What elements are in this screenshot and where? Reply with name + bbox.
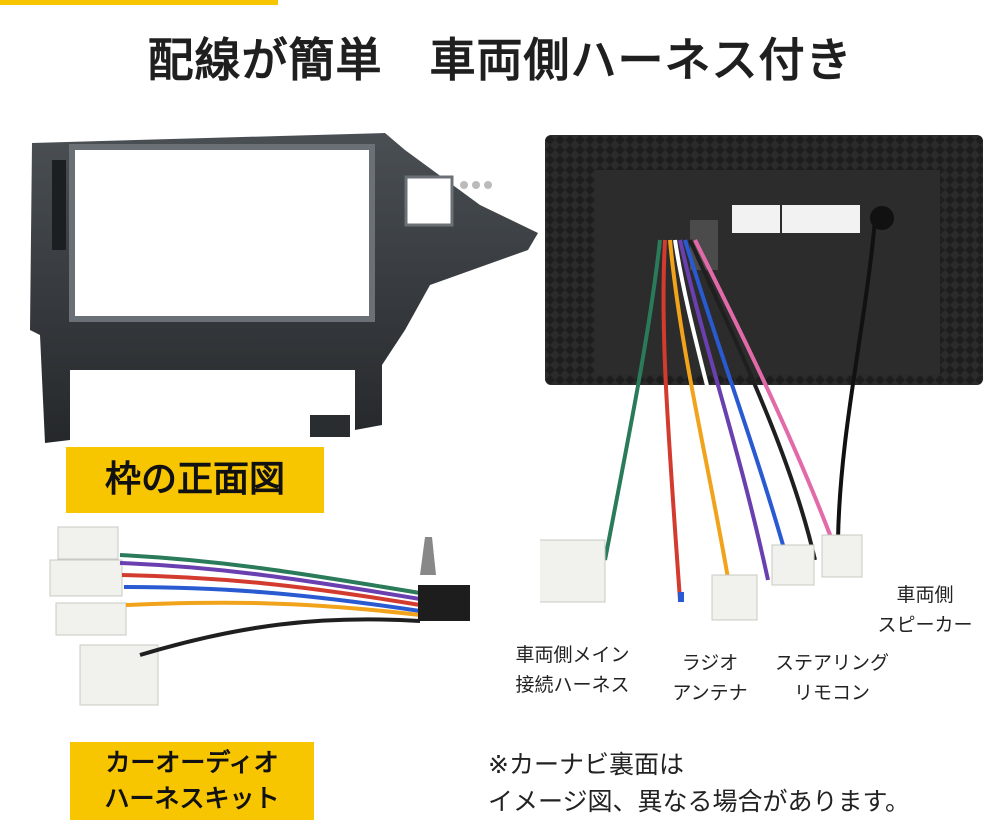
callout-vehicle-speaker-line1: 車両側	[896, 584, 954, 606]
callout-steering-remote-line1: ステアリング	[774, 652, 889, 674]
page-title: 配線が簡単 車両側ハーネス付き	[147, 33, 853, 87]
top-accent-bar	[0, 0, 278, 5]
callout-radio-antenna: ラジオ アンテナ	[660, 648, 760, 708]
audio-harness-kit-label: カーオーディオ ハーネスキット	[70, 742, 314, 820]
callout-main-harness-line2: 接続ハーネス	[515, 674, 630, 696]
callout-radio-antenna-line2: アンテナ	[672, 682, 748, 704]
callout-steering-remote: ステアリング リモコン	[762, 648, 902, 708]
callout-radio-antenna-line1: ラジオ	[681, 652, 739, 674]
audio-kit-label-line2: ハーネスキット	[104, 784, 280, 813]
note-line2: イメージ図、異なる場合があります。	[488, 787, 911, 816]
callout-steering-remote-line2: リモコン	[793, 682, 870, 704]
audio-kit-label-line1: カーオーディオ	[105, 748, 279, 777]
callout-vehicle-speaker-line2: スピーカー	[877, 614, 973, 636]
note-line1: ※カーナビ裏面は	[488, 750, 684, 779]
callout-vehicle-speaker: 車両側 スピーカー	[860, 580, 990, 640]
callout-main-harness: 車両側メイン 接続ハーネス	[500, 640, 645, 700]
callout-main-harness-line1: 車両側メイン	[515, 644, 630, 666]
frame-front-label: 枠の正面図	[66, 447, 324, 513]
head-unit-back-photo	[540, 135, 983, 621]
audio-harness-kit-photo	[49, 526, 470, 706]
image-disclaimer-note: ※カーナビ裏面は イメージ図、異なる場合があります。	[488, 746, 910, 820]
frame-front-photo	[30, 133, 538, 443]
